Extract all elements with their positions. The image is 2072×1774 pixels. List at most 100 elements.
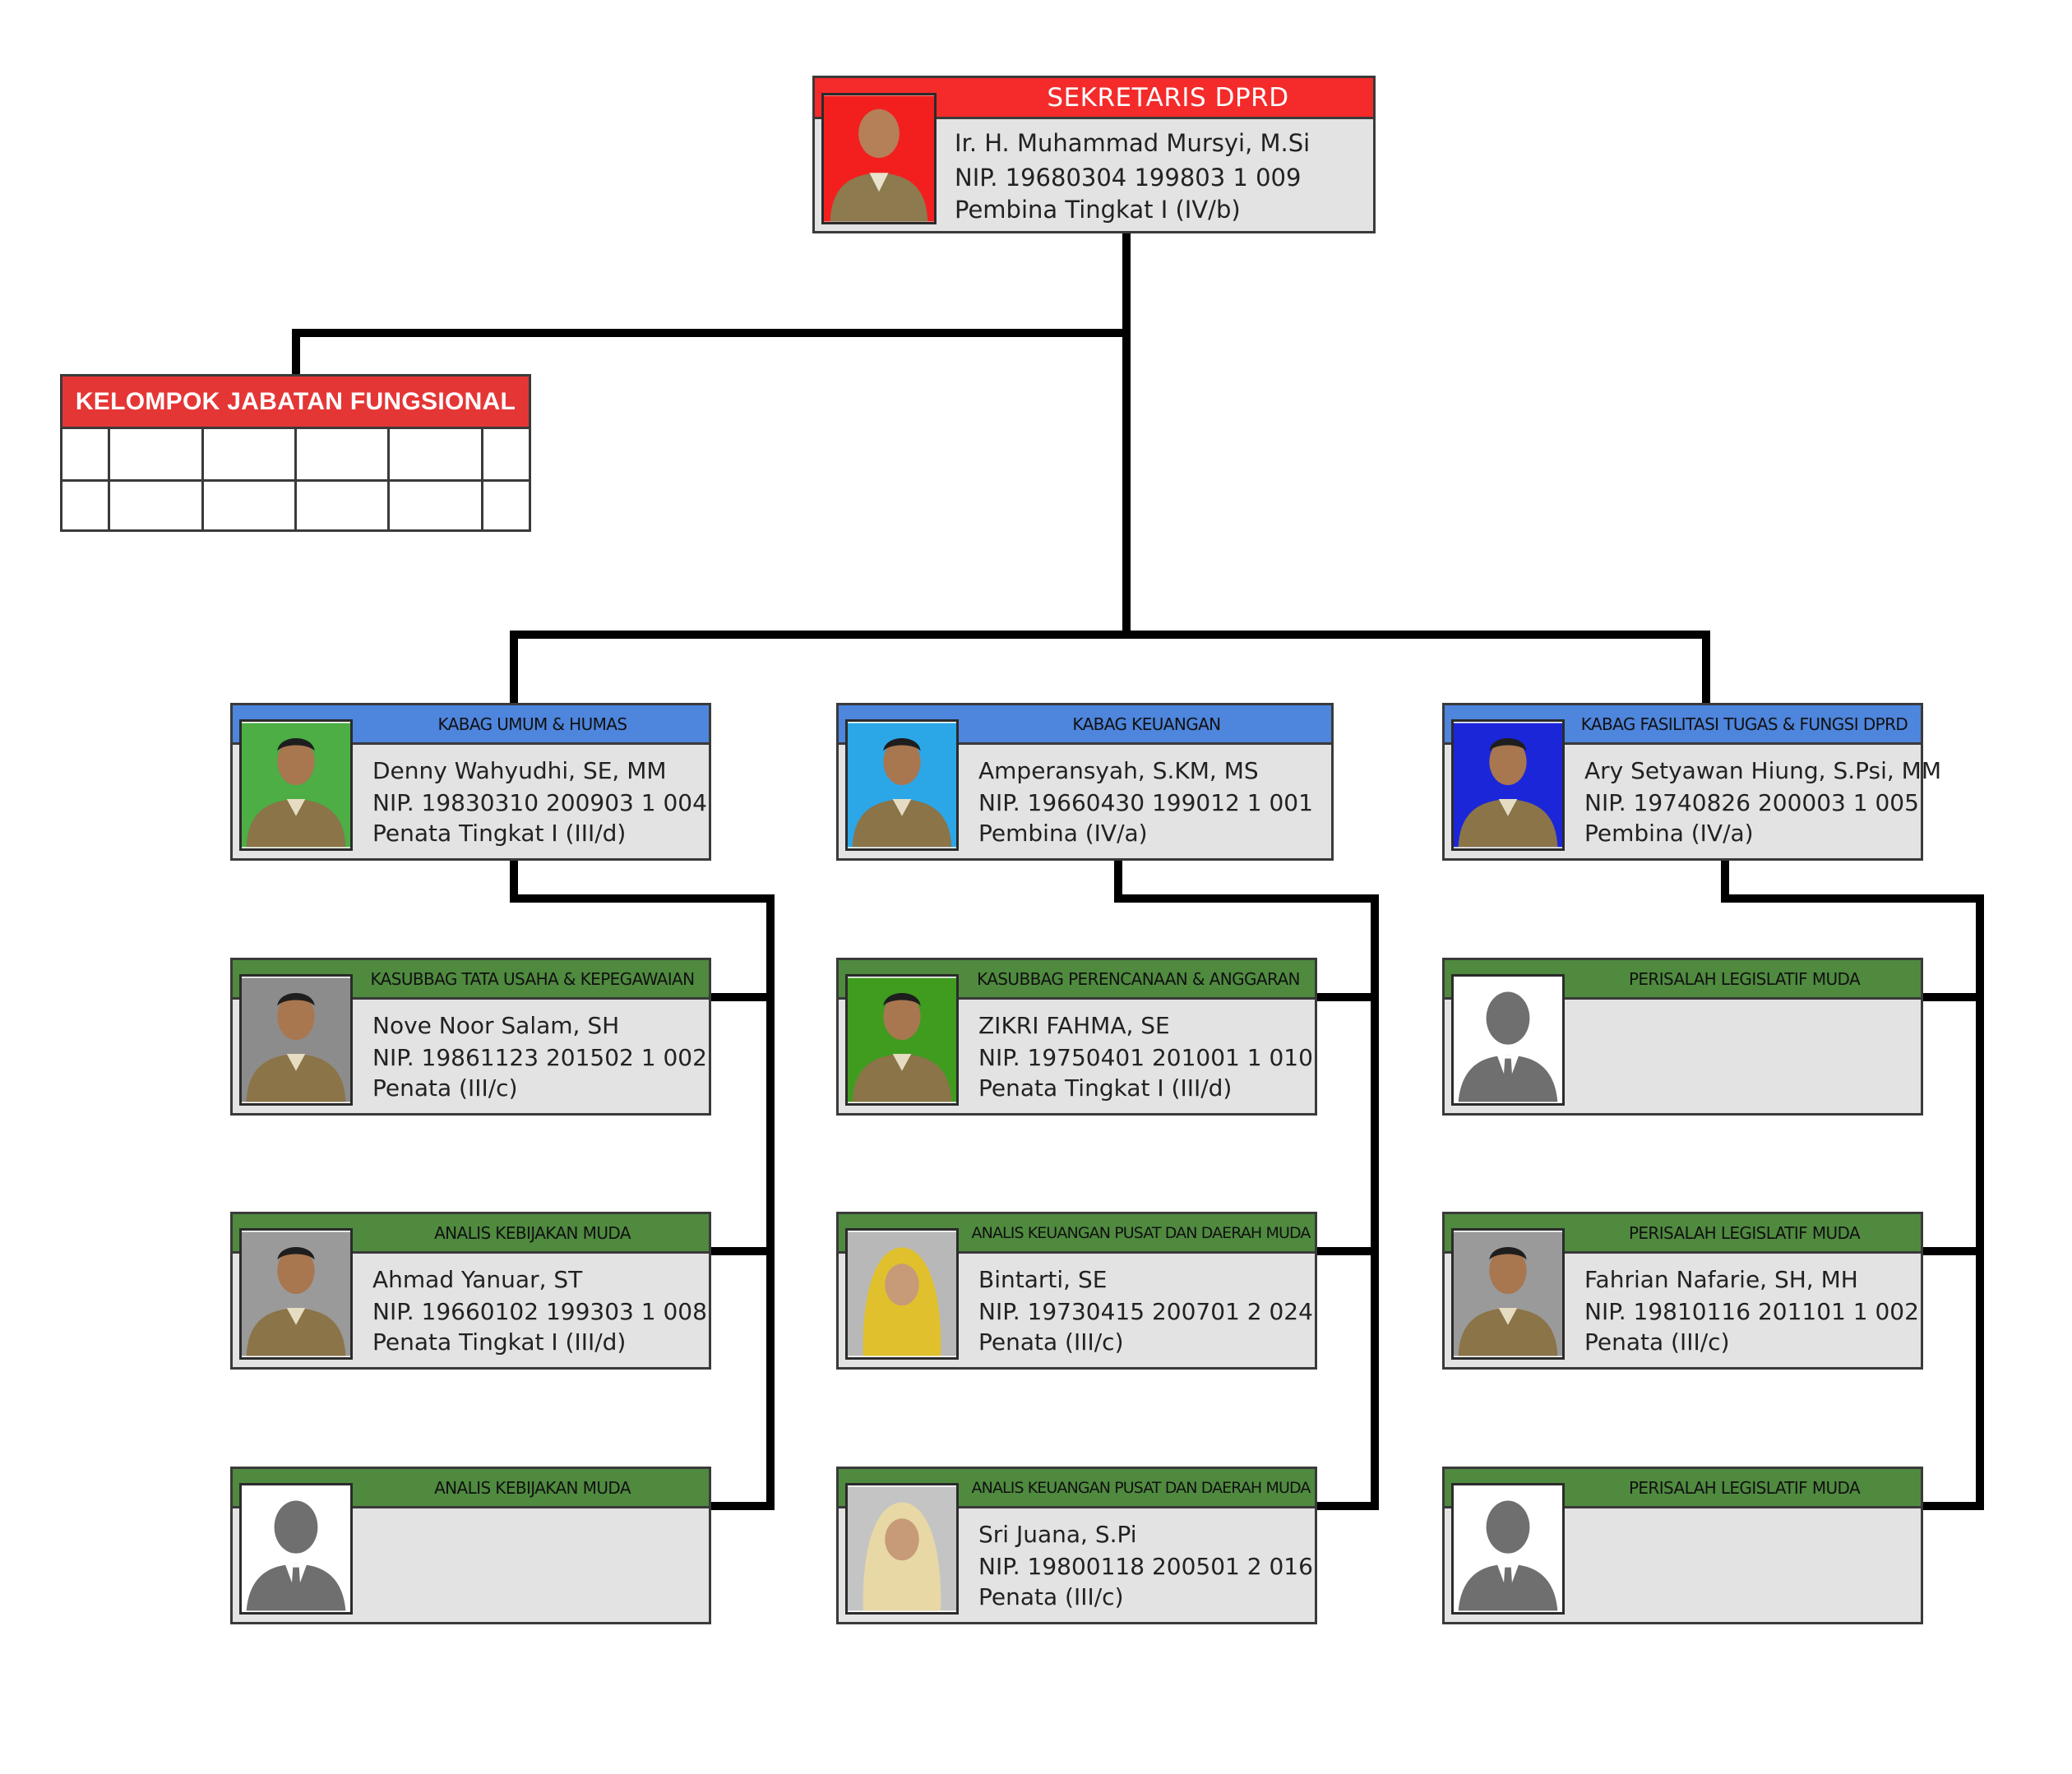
person-rank: Penata Tingkat I (III/d): [372, 1328, 627, 1356]
person-name: Denny Wahyudhi, SE, MM: [372, 757, 667, 784]
person-photo-icon: [824, 95, 934, 222]
person-photo-icon: [1454, 723, 1562, 848]
person-name: ZIKRI FAHMA, SE: [978, 1012, 1170, 1039]
person-rank: Penata (III/c): [372, 1074, 518, 1102]
secretary-name: Ir. H. Muhammad Mursyi, M.Si: [955, 129, 1311, 157]
grid-cell: [201, 429, 297, 482]
staff-card: KASUBBAG PERENCANAAN & ANGGARAN ZIKRI FA…: [836, 958, 1317, 1116]
col3-connector: [1721, 855, 1984, 1510]
person-nip: NIP. 19861123 201502 1 002: [372, 1044, 707, 1071]
functional-group-title: KELOMPOK JABATAN FUNGSIONAL: [62, 377, 529, 429]
grid-cell: [294, 480, 391, 531]
person-photo-icon: [242, 723, 350, 848]
person-nip: NIP. 19660102 199303 1 008: [372, 1298, 707, 1325]
person-nip: NIP. 19750401 201001 1 010: [978, 1044, 1313, 1071]
person-nip: NIP. 19830310 200903 1 004: [372, 789, 707, 816]
person-rank: Pembina (IV/a): [1584, 820, 1754, 847]
col2-connector: [1114, 855, 1379, 1510]
grid-cell: [294, 429, 391, 482]
person-photo-icon: [242, 1231, 350, 1356]
person-photo-icon: [848, 723, 956, 848]
head-photo: [239, 719, 353, 851]
staff-photo: [845, 1483, 959, 1615]
avatar-silhouette-icon: [242, 1486, 350, 1611]
grid-cell: [201, 480, 297, 531]
staff-photo: [1451, 1228, 1565, 1360]
person-rank: Penata (III/c): [978, 1328, 1124, 1356]
staff-info: Ahmad Yanuar, ST NIP. 19660102 199303 1 …: [372, 1264, 707, 1357]
staff-card: ANALIS KEUANGAN PUSAT DAN DAERAH MUDA Sr…: [836, 1467, 1317, 1624]
staff-card: ANALIS KEBIJAKAN MUDA: [230, 1467, 711, 1624]
staff-info: Bintarti, SE NIP. 19730415 200701 2 024 …: [978, 1264, 1313, 1357]
head-info: Ary Setyawan Hiung, S.Psi, MM NIP. 19740…: [1584, 755, 1941, 848]
person-photo-icon: [242, 977, 350, 1102]
head-card-fasilitasi: KABAG FASILITASI TUGAS & FUNGSI DPRD Ary…: [1442, 703, 1941, 861]
grid-cell: [108, 429, 204, 482]
grid-cell: [480, 480, 529, 531]
person-rank: Pembina (IV/a): [978, 820, 1148, 847]
staff-info: Sri Juana, S.Pi NIP. 19800118 200501 2 0…: [978, 1518, 1313, 1612]
staff-info: ZIKRI FAHMA, SE NIP. 19750401 201001 1 0…: [978, 1009, 1313, 1103]
person-name: Amperansyah, S.KM, MS: [978, 757, 1259, 784]
staff-photo: [1451, 974, 1565, 1106]
secretary-rank: Pembina Tingkat I (IV/b): [955, 196, 1241, 224]
person-photo-icon: [848, 977, 956, 1102]
grid-cell: [387, 429, 483, 482]
staff-info: Nove Noor Salam, SH NIP. 19861123 201502…: [372, 1009, 707, 1103]
person-name: Nove Noor Salam, SH: [372, 1012, 620, 1039]
staff-info: Fahrian Nafarie, SH, MH NIP. 19810116 20…: [1584, 1264, 1919, 1357]
person-name: Fahrian Nafarie, SH, MH: [1584, 1266, 1858, 1293]
staff-card: ANALIS KEBIJAKAN MUDA Ahmad Yanuar, ST N…: [230, 1212, 711, 1370]
functional-group-box: KELOMPOK JABATAN FUNGSIONAL: [60, 374, 531, 532]
secretary-nip: NIP. 19680304 199803 1 009: [955, 164, 1302, 192]
avatar-silhouette-icon: [1454, 1486, 1562, 1611]
head-info: Denny Wahyudhi, SE, MM NIP. 19830310 200…: [372, 755, 707, 848]
staff-title: PERISALAH LEGISLATIF MUDA: [1445, 1469, 1921, 1508]
person-name: Sri Juana, S.Pi: [978, 1521, 1137, 1548]
head-photo: [1451, 719, 1565, 851]
staff-photo: [239, 1228, 353, 1360]
person-photo-icon: [1454, 1231, 1562, 1356]
staff-card: PERISALAH LEGISLATIF MUDA: [1442, 958, 1923, 1116]
person-photo-icon: [848, 1486, 956, 1611]
grid-cell: [108, 480, 204, 531]
staff-card: ANALIS KEUANGAN PUSAT DAN DAERAH MUDA Bi…: [836, 1212, 1317, 1370]
person-nip: NIP. 19730415 200701 2 024: [978, 1298, 1313, 1325]
functional-group-grid: [62, 429, 529, 531]
person-name: Bintarti, SE: [978, 1266, 1108, 1293]
person-nip: NIP. 19660430 199012 1 001: [978, 789, 1313, 816]
staff-card: KASUBBAG TATA USAHA & KEPEGAWAIAN Nove N…: [230, 958, 711, 1116]
person-nip: NIP. 19810116 201101 1 002: [1584, 1298, 1919, 1325]
person-rank: Penata Tingkat I (III/d): [978, 1074, 1233, 1102]
functional-branch-line: [292, 329, 1131, 378]
secretary-card: SEKRETARIS DPRD Ir. H. Muhammad Mursyi, …: [812, 76, 1376, 233]
secretary-photo: [821, 93, 937, 224]
grid-cell: [387, 480, 483, 531]
person-name: Ahmad Yanuar, ST: [372, 1266, 583, 1293]
head-photo: [845, 719, 959, 851]
staff-photo: [845, 1228, 959, 1360]
staff-card: PERISALAH LEGISLATIF MUDA Fahrian Nafari…: [1442, 1212, 1923, 1370]
secretary-info: Ir. H. Muhammad Mursyi, M.Si NIP. 196803…: [955, 126, 1368, 224]
person-name: Ary Setyawan Hiung, S.Psi, MM: [1584, 757, 1941, 784]
head-card-umum: KABAG UMUM & HUMAS Denny Wahyudhi, SE, M…: [230, 703, 711, 861]
person-rank: Penata (III/c): [978, 1583, 1124, 1610]
person-rank: Penata (III/c): [1584, 1328, 1730, 1356]
grid-row: [62, 429, 529, 482]
head-info: Amperansyah, S.KM, MS NIP. 19660430 1990…: [978, 755, 1326, 848]
person-rank: Penata Tingkat I (III/d): [372, 820, 627, 847]
person-nip: NIP. 19800118 200501 2 016: [978, 1553, 1313, 1580]
staff-photo: [1451, 1483, 1565, 1615]
avatar-silhouette-icon: [1454, 977, 1562, 1102]
head-card-keuangan: KABAG KEUANGAN Amperansyah, S.KM, MS NIP…: [836, 703, 1334, 861]
grid-cell: [62, 429, 111, 482]
grid-row: [62, 480, 529, 531]
grid-cell: [480, 429, 529, 482]
staff-card: PERISALAH LEGISLATIF MUDA: [1442, 1467, 1923, 1624]
staff-photo: [239, 974, 353, 1106]
staff-photo: [845, 974, 959, 1106]
person-nip: NIP. 19740826 200003 1 005: [1584, 789, 1919, 816]
grid-cell: [62, 480, 111, 531]
